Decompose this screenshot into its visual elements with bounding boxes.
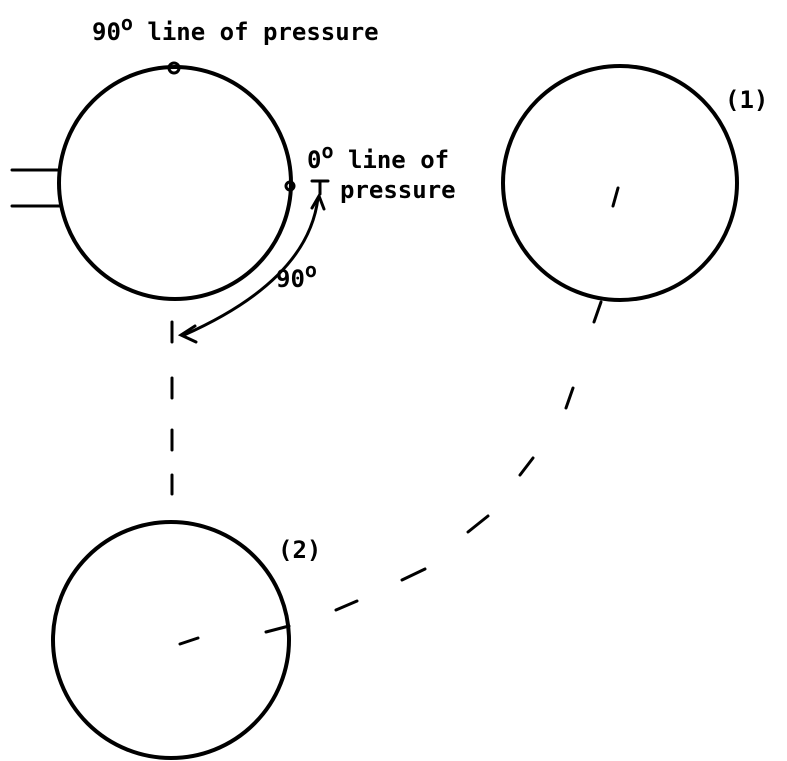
dashed-path-position-1-to-2 (334, 386, 575, 612)
rotation-arrow-90 (177, 192, 326, 344)
position-1-circle-group (501, 64, 739, 324)
reference-circle-group (10, 61, 296, 301)
position-2-rim-tick (264, 624, 291, 634)
label-0-line-of-pressure: 0o line of (307, 139, 449, 174)
position-2-center-tick (178, 636, 200, 646)
position-2-circle (51, 520, 291, 760)
label-90-line-of-pressure: 90o line of pressure (92, 11, 379, 46)
zero-degree-t-marker (310, 179, 330, 196)
label-0-pressure-second-line: pressure (340, 176, 456, 204)
reference-circle (57, 65, 293, 301)
label-position-1: (1) (725, 86, 768, 114)
marker-0-degree (284, 180, 296, 192)
position-1-circle (501, 64, 739, 302)
position-2-circle-group (51, 520, 291, 760)
position-1-rim-tick (592, 300, 603, 324)
label-rotation-angle: 90o (276, 258, 317, 293)
marker-90-degree (167, 61, 181, 75)
position-1-center-tick (611, 186, 620, 208)
label-position-2: (2) (278, 536, 321, 564)
